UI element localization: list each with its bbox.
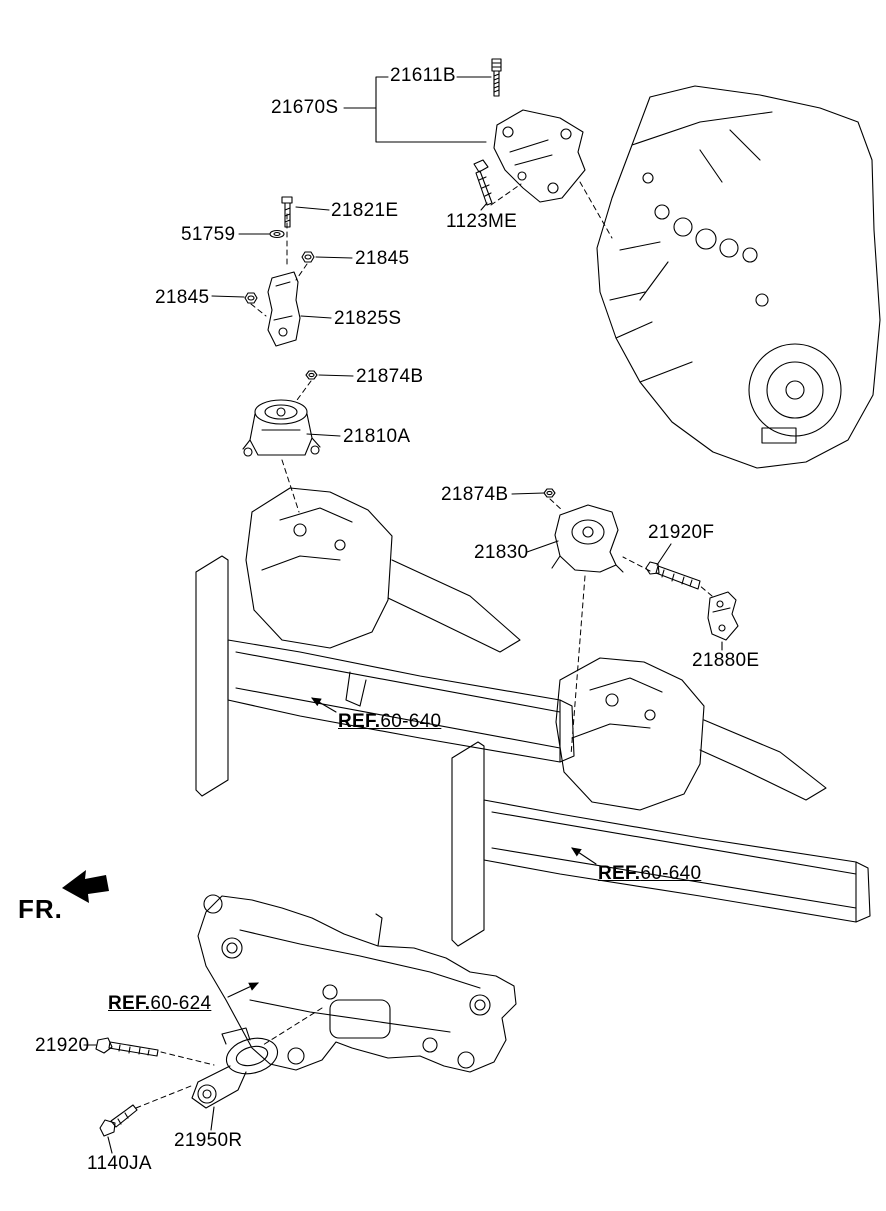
nut-21845-lower-drawing bbox=[244, 292, 258, 304]
insulator-21810A-drawing bbox=[242, 399, 321, 457]
label-ref-60-624: REF.60-624 bbox=[108, 994, 211, 1013]
ref-number: 60-624 bbox=[150, 993, 212, 1014]
label-part-1140JA: 1140JA bbox=[87, 1153, 152, 1174]
bracket-21825S-drawing bbox=[267, 271, 301, 347]
label-part-51759: 51759 bbox=[181, 224, 236, 245]
bolt-21821E-drawing bbox=[281, 196, 293, 228]
label-part-1123ME: 1123ME bbox=[446, 211, 518, 232]
bolt-21920F-drawing bbox=[645, 561, 701, 590]
label-fr-direction: FR. bbox=[18, 894, 63, 924]
label-part-21845-upper: 21845 bbox=[355, 248, 410, 269]
label-ref-60-640-right: REF.60-640 bbox=[598, 864, 701, 883]
nut-21874B-trans-drawing bbox=[543, 488, 556, 498]
label-part-21920: 21920 bbox=[35, 1035, 90, 1056]
roll-rod-21950R-drawing bbox=[191, 1027, 279, 1109]
ref-prefix: REF. bbox=[598, 863, 641, 884]
leader-lines bbox=[83, 76, 723, 1154]
side-member-right-drawing bbox=[451, 657, 871, 947]
crossmember-drawing bbox=[197, 894, 517, 1073]
label-part-21874B-trans: 21874B bbox=[441, 484, 509, 505]
assembly-dashed-lines bbox=[135, 181, 713, 1109]
fr-direction-arrow-icon bbox=[62, 870, 109, 903]
nut-21874B-engine-drawing bbox=[305, 370, 318, 380]
ref-prefix: REF. bbox=[338, 711, 381, 732]
label-part-21611B: 21611B bbox=[390, 65, 456, 86]
label-part-21830: 21830 bbox=[474, 542, 529, 563]
bolt-1123ME-drawing bbox=[473, 159, 493, 206]
label-part-21880E: 21880E bbox=[692, 650, 760, 671]
label-part-21920F: 21920F bbox=[648, 522, 715, 543]
ref-prefix: REF. bbox=[108, 993, 151, 1014]
label-part-21821E: 21821E bbox=[331, 200, 399, 221]
bolt-1140JA-drawing bbox=[99, 1104, 138, 1137]
washer-51759-drawing bbox=[269, 229, 285, 239]
side-member-left-drawing bbox=[195, 487, 575, 797]
label-part-21825S: 21825S bbox=[334, 308, 402, 329]
stud-21611B-drawing bbox=[491, 58, 502, 97]
label-part-21845-lower: 21845 bbox=[155, 287, 210, 308]
ref-number: 60-640 bbox=[640, 863, 702, 884]
bracket-21670S-drawing bbox=[493, 109, 586, 203]
label-ref-60-640-left: REF.60-640 bbox=[338, 712, 441, 731]
bolt-21920-drawing bbox=[95, 1037, 159, 1057]
nut-21845-upper-drawing bbox=[301, 251, 315, 263]
insulator-21830-drawing bbox=[551, 504, 624, 573]
bracket-21880E-drawing bbox=[707, 591, 739, 641]
label-part-21950R: 21950R bbox=[174, 1130, 243, 1151]
ref-number: 60-640 bbox=[380, 711, 442, 732]
engine-drawing bbox=[596, 85, 881, 469]
label-part-21810A: 21810A bbox=[343, 426, 411, 447]
label-part-21874B-engine: 21874B bbox=[356, 366, 424, 387]
label-part-21670S: 21670S bbox=[271, 97, 339, 118]
